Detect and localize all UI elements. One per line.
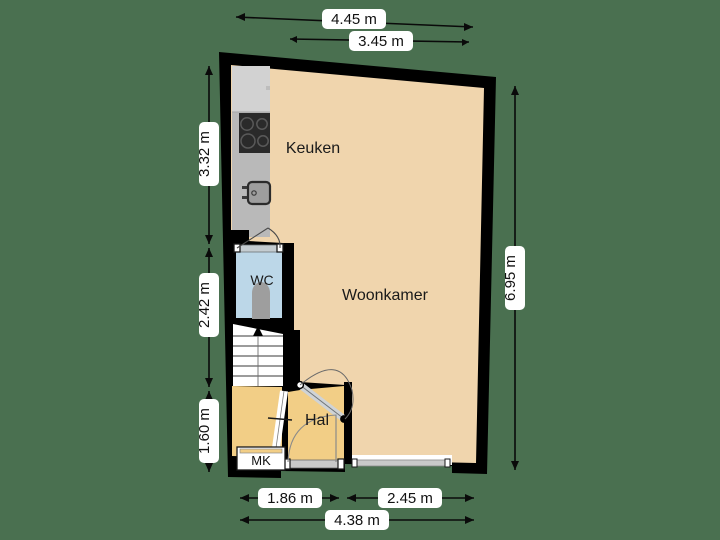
dim-bottom-woonkamer: 2.45 m	[347, 488, 474, 508]
dim-top-outer-label: 4.45 m	[331, 11, 377, 28]
dim-top-inner-label: 3.45 m	[358, 33, 404, 50]
living-window-jamb-left	[351, 458, 358, 468]
hall-to-stairs-door	[267, 390, 293, 449]
sink-drain	[251, 190, 257, 196]
dim-chip-left-keuken	[199, 122, 219, 186]
meterkast-box: MK	[236, 446, 286, 471]
doors: MK	[233, 227, 452, 471]
dim-arrow-right	[464, 23, 473, 31]
dim-bottom-total: 4.38 m	[240, 510, 474, 530]
front-door-arc	[287, 414, 337, 463]
wc-door-panel	[235, 244, 284, 253]
stair-up-arrow	[253, 326, 263, 336]
hall-stairs-door-swing	[267, 417, 293, 421]
dim-bottom-hal: 1.86 m	[240, 488, 339, 508]
dim-right-total: 6.95 m	[502, 86, 525, 470]
sink-tap-2	[242, 196, 247, 199]
wc-stair-wall	[233, 318, 283, 325]
hall-living-door-arc	[299, 369, 354, 420]
hall-floor-left	[232, 386, 282, 457]
dim-left-middle: 2.42 m	[196, 248, 219, 387]
dim-arrow-left-4	[347, 494, 356, 502]
dim-chip-bottom-woonkamer	[378, 488, 442, 508]
wc-door-leaf	[236, 227, 269, 249]
room-label-wc: WC	[250, 272, 273, 288]
hall-living-door-edge	[299, 384, 344, 419]
dim-chip-right-total	[505, 246, 525, 310]
hall-living-door-knob	[340, 415, 348, 423]
dim-arrow-down-1	[205, 235, 213, 244]
dim-top-inner: 3.45 m	[289, 31, 470, 51]
wc-door-arc	[267, 227, 281, 249]
toilet	[252, 282, 270, 319]
front-door-panel	[285, 459, 343, 469]
dim-arrow-right-3	[330, 494, 339, 502]
dim-right-total-label: 6.95 m	[502, 255, 519, 301]
dim-arrow-up-3	[205, 391, 213, 400]
dim-chip-top-outer	[322, 9, 386, 29]
hall-living-wall	[344, 382, 352, 464]
counter-end-stub	[231, 230, 249, 242]
dim-left-hal: 1.60 m	[196, 391, 219, 472]
room-labels: Keuken Woonkamer WC Hal	[250, 140, 428, 429]
dim-arrow-left-5	[240, 516, 249, 524]
dim-arrow-up-4	[511, 86, 519, 95]
hob-burner-1	[240, 117, 254, 131]
hob-burner-3	[240, 133, 256, 149]
dim-arrow-right-5	[465, 516, 474, 524]
hall-to-living-door	[295, 369, 354, 423]
hall-corridor-wall	[282, 243, 294, 386]
dim-chip-bottom-hal	[258, 488, 322, 508]
living-kitchen-floor	[231, 65, 484, 463]
dim-arrow-right-4	[465, 494, 474, 502]
dim-arrow-left	[236, 13, 245, 21]
wc-fixtures	[252, 282, 270, 319]
room-label-keuken: Keuken	[286, 140, 340, 157]
dim-arrow-left-2	[290, 36, 297, 43]
dim-arrow-right-2	[462, 39, 469, 46]
dim-left-middle-label: 2.42 m	[196, 282, 213, 328]
dim-chip-bottom-total	[325, 510, 389, 530]
dim-chip-left-hal	[199, 399, 219, 463]
dim-left-keuken-label: 3.32 m	[196, 131, 213, 177]
front-door	[283, 414, 345, 470]
dim-arrow-left-3	[240, 494, 249, 502]
room-label-hal: Hal	[305, 412, 329, 429]
dim-arrow-down-3	[205, 463, 213, 472]
mk-door-strip	[239, 448, 283, 454]
dim-arrow-down-2	[205, 378, 213, 387]
kitchen-fixtures	[239, 113, 272, 206]
living-window-jamb-right	[444, 458, 451, 468]
living-room-window	[351, 455, 452, 468]
dim-arrow-up-1	[205, 66, 213, 75]
dim-chip-top-inner	[349, 31, 413, 51]
dim-left-hal-label: 1.60 m	[196, 408, 213, 454]
dim-left-keuken: 3.32 m	[196, 66, 219, 244]
dim-top-outer: 4.45 m	[235, 9, 474, 31]
room-label-woonkamer: Woonkamer	[342, 287, 429, 304]
kitchen-sink	[246, 180, 272, 206]
hob-burner-2	[256, 118, 268, 130]
living-window-glass	[354, 459, 450, 467]
kitchen-counter-upper	[232, 66, 270, 113]
staircase-up	[233, 324, 283, 386]
sink-tap-1	[242, 186, 247, 189]
dim-bottom-woonkamer-label: 2.45 m	[387, 490, 433, 507]
dim-bottom-hal-label: 1.86 m	[267, 490, 313, 507]
interior-walls	[231, 230, 352, 464]
hob-burner-4	[257, 135, 269, 147]
front-door-hinge-right	[337, 458, 345, 470]
dim-chip-left-middle	[199, 273, 219, 337]
dim-arrow-up-2	[205, 248, 213, 257]
counter-notch-1	[266, 86, 270, 90]
mk-label: MK	[251, 453, 271, 468]
dim-bottom-total-label: 4.38 m	[334, 512, 380, 529]
dim-arrow-down-4	[511, 461, 519, 470]
